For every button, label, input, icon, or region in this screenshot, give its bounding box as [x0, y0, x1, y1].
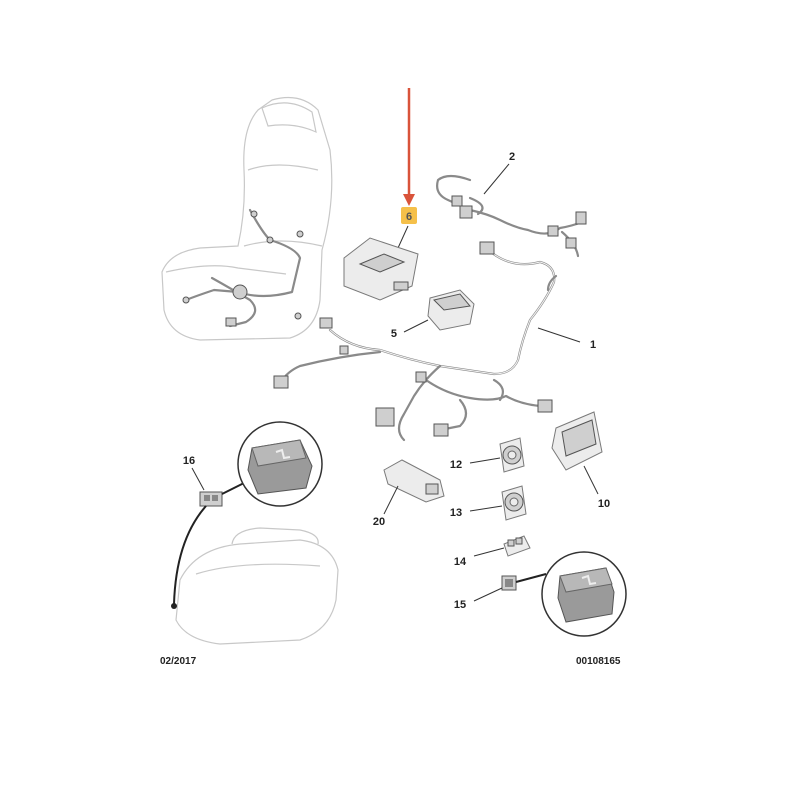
callout-label-16: 15	[454, 599, 466, 611]
callout-label-10: 10	[598, 498, 610, 510]
part-10-switch-panel[interactable]	[551, 411, 603, 471]
part-13-rotary-control[interactable]	[501, 485, 527, 521]
magnified-view-14	[237, 421, 323, 507]
leader-12	[469, 457, 501, 464]
leader-6	[397, 225, 409, 249]
part-15-switch-block[interactable]	[503, 535, 531, 557]
leader-16	[473, 587, 503, 602]
part-1-main-harness[interactable]	[273, 241, 558, 442]
part-2-upper-harness[interactable]	[436, 174, 587, 258]
part-20-bracket[interactable]	[383, 459, 445, 503]
magnify-link-16	[515, 573, 547, 583]
part-5-module[interactable]	[427, 289, 475, 331]
leader-2	[483, 163, 510, 195]
magnify-link-14	[221, 481, 247, 495]
callout-label-6: 6	[406, 211, 412, 223]
callout-label-1: 1	[590, 339, 596, 351]
callout-label-2: 2	[509, 151, 515, 163]
leader-20	[383, 485, 399, 515]
callout-label-5: 5	[391, 328, 397, 340]
callout-label-15: 14	[454, 556, 467, 568]
seat-ghost-illustration	[161, 97, 333, 341]
footer-reference: 00108165	[576, 656, 621, 667]
leader-5	[403, 319, 429, 333]
part-6-control-module[interactable]	[343, 237, 419, 301]
highlight-arrow	[403, 88, 415, 206]
footer-date: 02/2017	[160, 656, 197, 667]
callout-label-12: 12	[450, 459, 462, 471]
callout-label-20: 20	[373, 516, 385, 528]
leader-13	[469, 505, 503, 512]
leader-1	[537, 327, 581, 343]
part-12-rotary-control[interactable]	[499, 437, 525, 473]
callout-label-13: 13	[450, 507, 462, 519]
callout-6-badge[interactable]: 6	[401, 207, 417, 224]
leader-15	[473, 547, 505, 557]
part-14-switch[interactable]	[199, 491, 223, 507]
part-16-switch[interactable]	[501, 575, 517, 591]
magnified-view-16	[541, 551, 627, 637]
callout-label-14: 16	[183, 455, 195, 467]
leader-10	[583, 465, 599, 495]
leader-14	[191, 467, 205, 491]
seat-cushion-ghost	[171, 505, 339, 645]
